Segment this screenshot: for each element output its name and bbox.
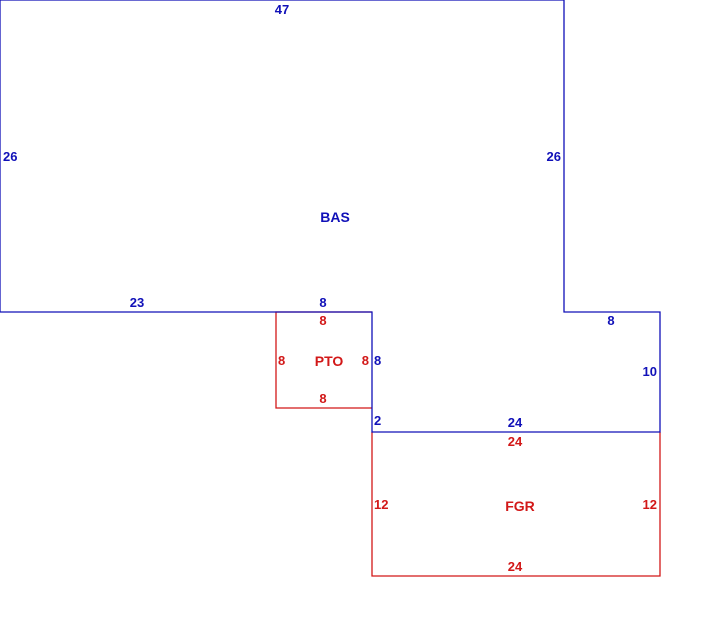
bas-dim-top: 47 <box>275 2 289 17</box>
pto-dim-right: 8 <box>362 353 369 368</box>
bas-outline <box>0 0 661 433</box>
bas-dim-notch-step: 2 <box>374 413 381 428</box>
bas-dim-bottom-right: 24 <box>508 415 523 430</box>
bas-dim-left: 26 <box>3 149 17 164</box>
pto-dim-top: 8 <box>319 313 326 328</box>
fgr-outline <box>371 432 661 577</box>
fgr-dim-right: 12 <box>643 497 657 512</box>
pto-area-label: PTO <box>315 353 344 369</box>
bas-dim-step-top: 8 <box>607 313 614 328</box>
bas-dim-step-right: 10 <box>643 364 657 379</box>
pto-dim-left: 8 <box>278 353 285 368</box>
fgr-area-label: FGR <box>505 498 535 514</box>
bas-dim-upper-right: 26 <box>547 149 561 164</box>
bas-dim-notch-right: 8 <box>374 353 381 368</box>
fgr-dim-bottom: 24 <box>508 559 523 574</box>
bas-area-label: BAS <box>320 209 350 225</box>
fgr-dim-top: 24 <box>508 434 523 449</box>
bas-dim-notch-top: 8 <box>319 295 326 310</box>
fgr-dim-left: 12 <box>374 497 388 512</box>
bas-dim-bottom-left: 23 <box>130 295 144 310</box>
pto-dim-bottom: 8 <box>319 391 326 406</box>
